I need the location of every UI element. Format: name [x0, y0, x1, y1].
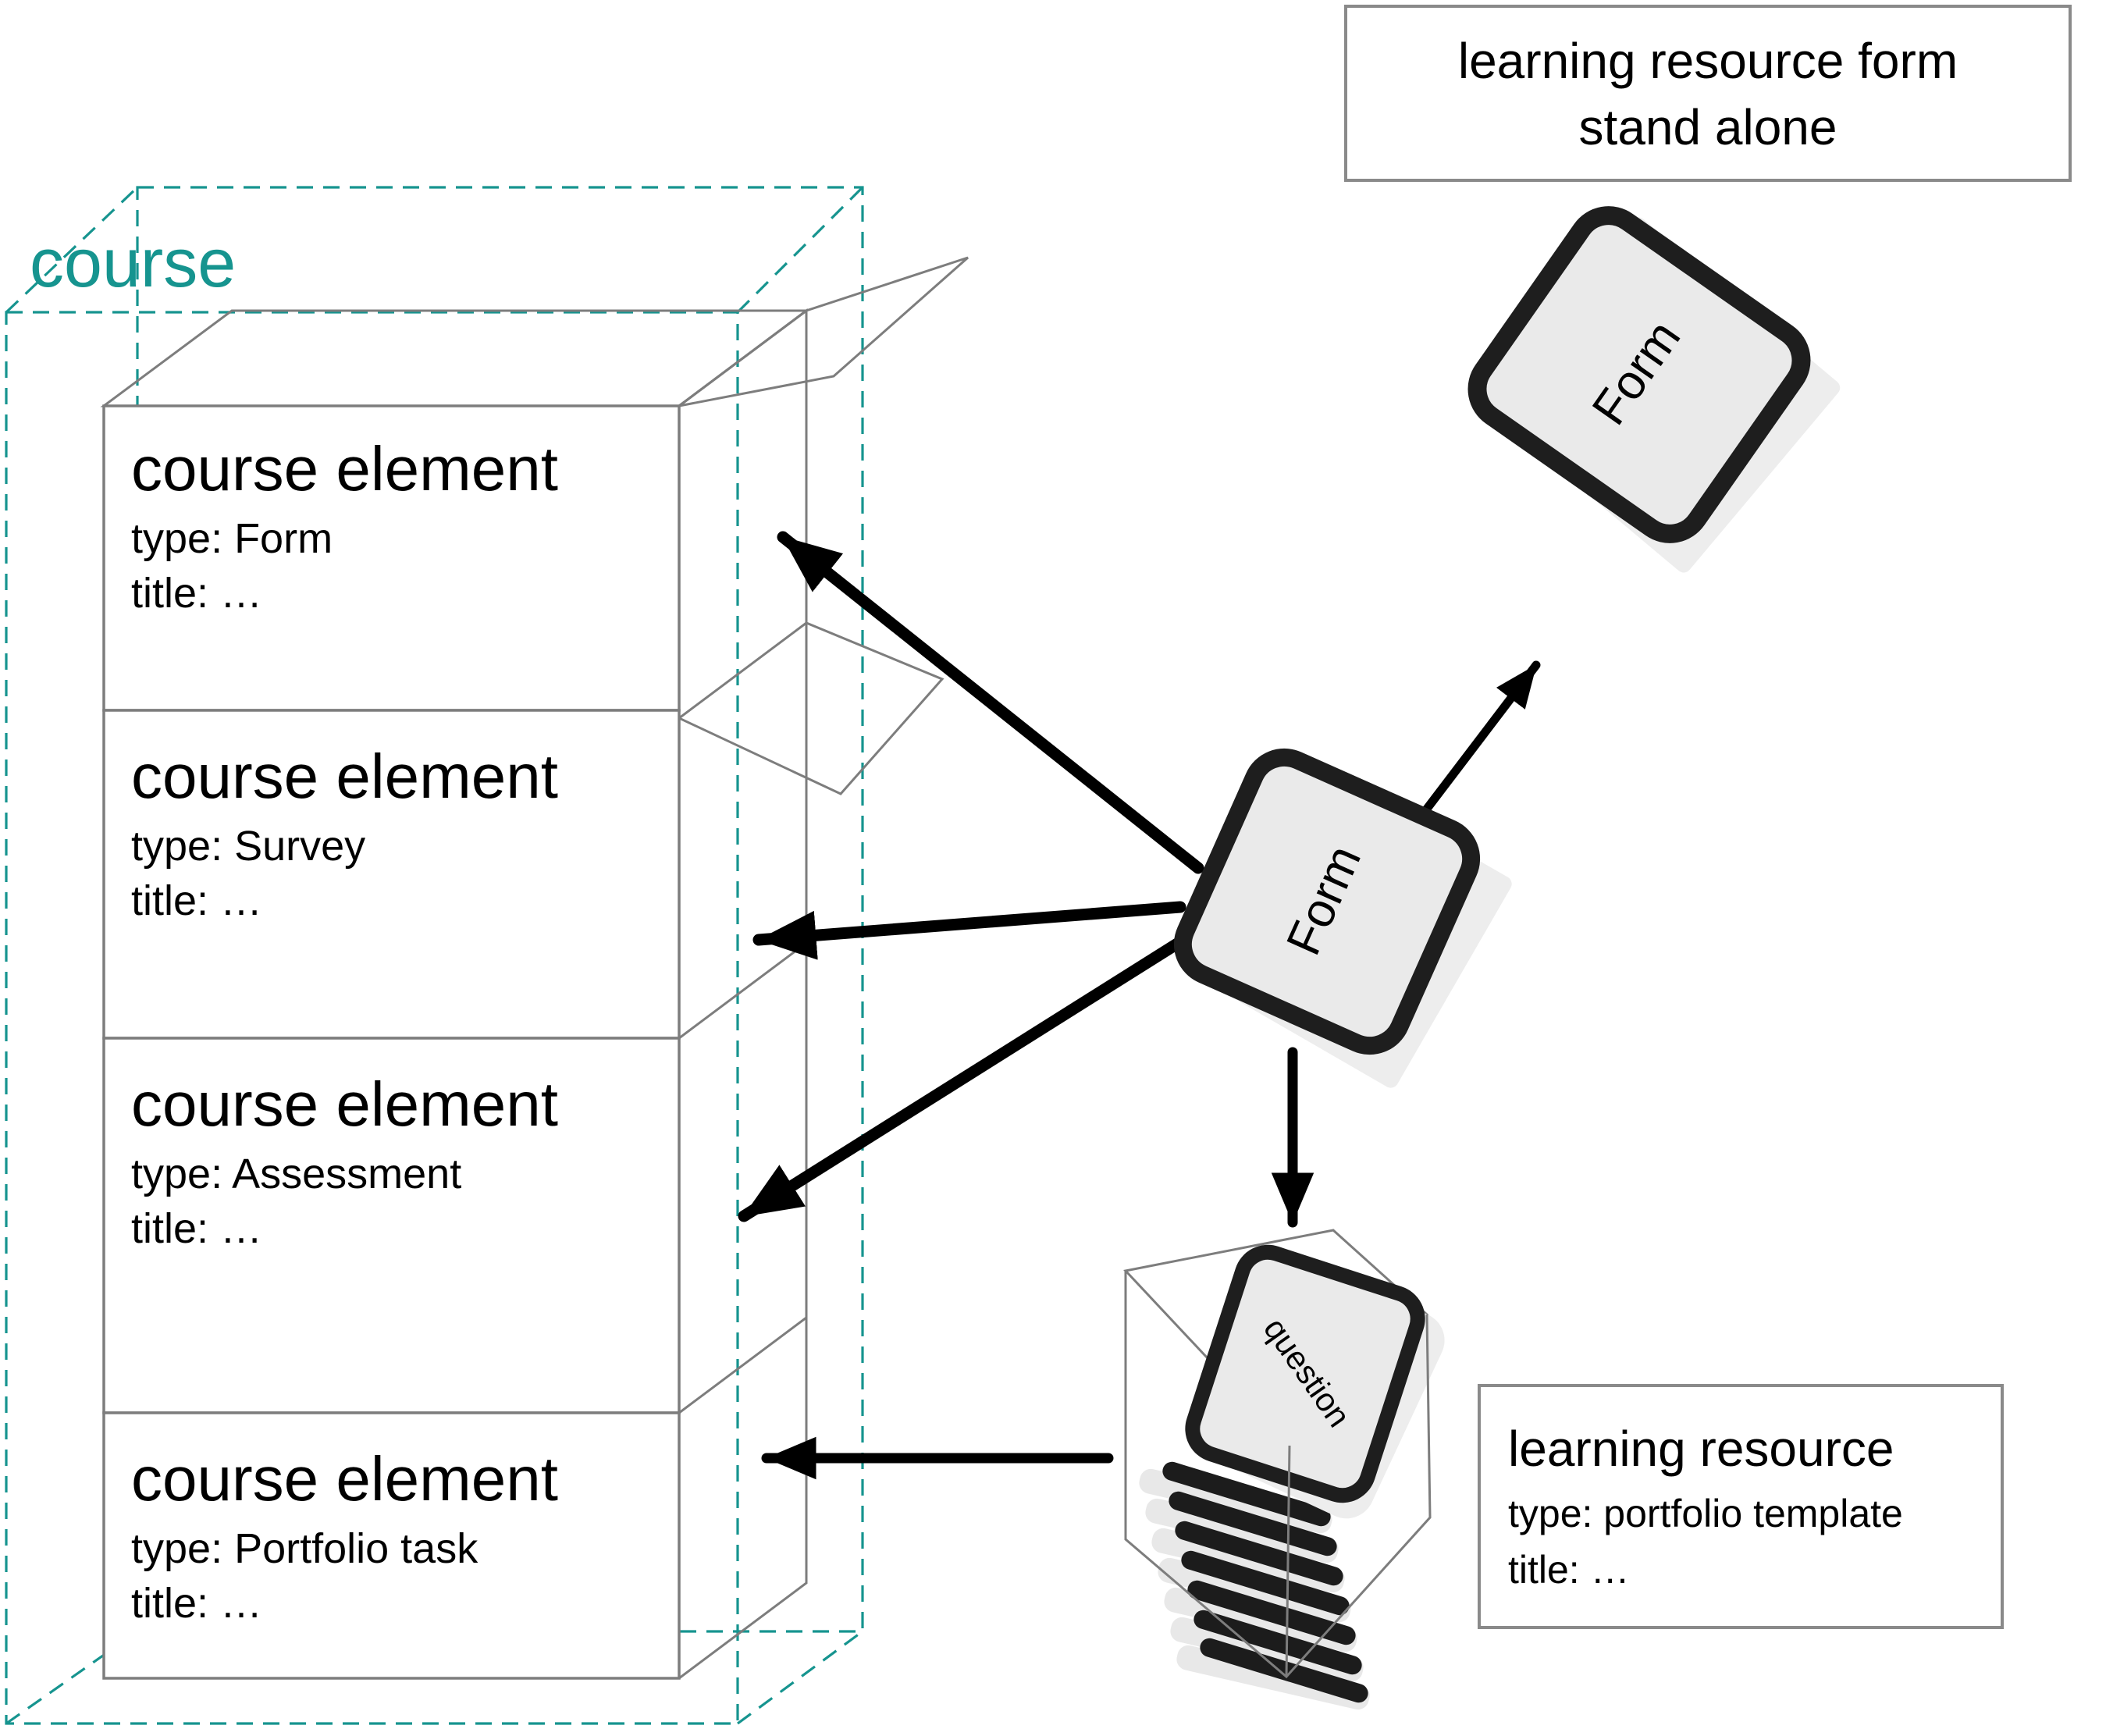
- course-element-4: course element type: Portfolio task titl…: [102, 1411, 681, 1680]
- question-box-front-edges: [1124, 1271, 1432, 1679]
- course-elements-stack: course element type: Form title: … cours…: [100, 256, 969, 1680]
- resource-info-box-frame: [1478, 1384, 2004, 1629]
- course-element-2-title: title: …: [131, 877, 262, 924]
- question-stack: question: [1123, 1229, 1445, 1710]
- standalone-title-box-frame: [1344, 5, 2072, 182]
- course-element-2: course element type: Survey title: …: [102, 709, 681, 1040]
- course-element-4-panel: [102, 1411, 681, 1680]
- standalone-title-box: learning resource form stand alone: [1344, 5, 2072, 182]
- stack-side-face: [678, 308, 808, 1680]
- linked-form-card: Form: [1173, 748, 1512, 1088]
- course-element-2-heading: course element: [131, 742, 558, 811]
- course-element-1-heading: course element: [131, 434, 558, 503]
- arrow-form-to-element-survey: [752, 901, 1186, 960]
- course-element-1-type: type: Form: [131, 515, 333, 562]
- stack-top-flap: [678, 256, 969, 407]
- course-box-connectors: [5, 186, 864, 1725]
- arrows: [738, 531, 1541, 1480]
- stacked-question-cards: [1139, 1461, 1370, 1710]
- course-element-3-title: title: …: [131, 1205, 262, 1252]
- arrow-form-to-standalone: [1418, 660, 1541, 820]
- standalone-title-line2: stand alone: [1579, 99, 1837, 155]
- resource-info-type: type: portfolio template: [1508, 1492, 1903, 1535]
- course-element-1-panel: [102, 404, 681, 712]
- course-box-front-face: [5, 311, 739, 1725]
- standalone-title-line1: learning resource form: [1458, 33, 1958, 89]
- stack-side-separators: [678, 941, 807, 1414]
- resource-info-box: learning resource type: portfolio templa…: [1478, 1384, 2004, 1629]
- linked-form-card-face: [1173, 748, 1481, 1055]
- course-label: course: [30, 224, 236, 301]
- course-element-4-heading: course element: [131, 1444, 558, 1514]
- arrow-form-to-element-assessment: [738, 934, 1190, 1222]
- course-element-3-heading: course element: [131, 1069, 558, 1139]
- standalone-form-card-face: [1467, 206, 1811, 543]
- course-element-2-type: type: Survey: [131, 823, 365, 870]
- course-element-3: course element type: Assessment title: …: [102, 1037, 681, 1414]
- resource-info-title: title: …: [1508, 1548, 1630, 1592]
- standalone-form-card: Form: [1467, 206, 1841, 573]
- question-card-face: [1185, 1244, 1425, 1503]
- resource-info-heading: learning resource: [1508, 1421, 1894, 1477]
- arrow-form-to-element-form: [777, 531, 1204, 874]
- course-element-4-title: title: …: [131, 1580, 262, 1627]
- question-card: question: [1185, 1244, 1445, 1519]
- course-element-1-title: title: …: [131, 570, 262, 617]
- stack-middle-flap: [677, 621, 944, 795]
- stack-top-face: [100, 309, 810, 407]
- course-element-1: course element type: Form title: …: [102, 404, 681, 712]
- course-element-4-type: type: Portfolio task: [131, 1525, 478, 1572]
- course-element-3-panel: [102, 1037, 681, 1414]
- course-element-3-type: type: Assessment: [131, 1151, 461, 1197]
